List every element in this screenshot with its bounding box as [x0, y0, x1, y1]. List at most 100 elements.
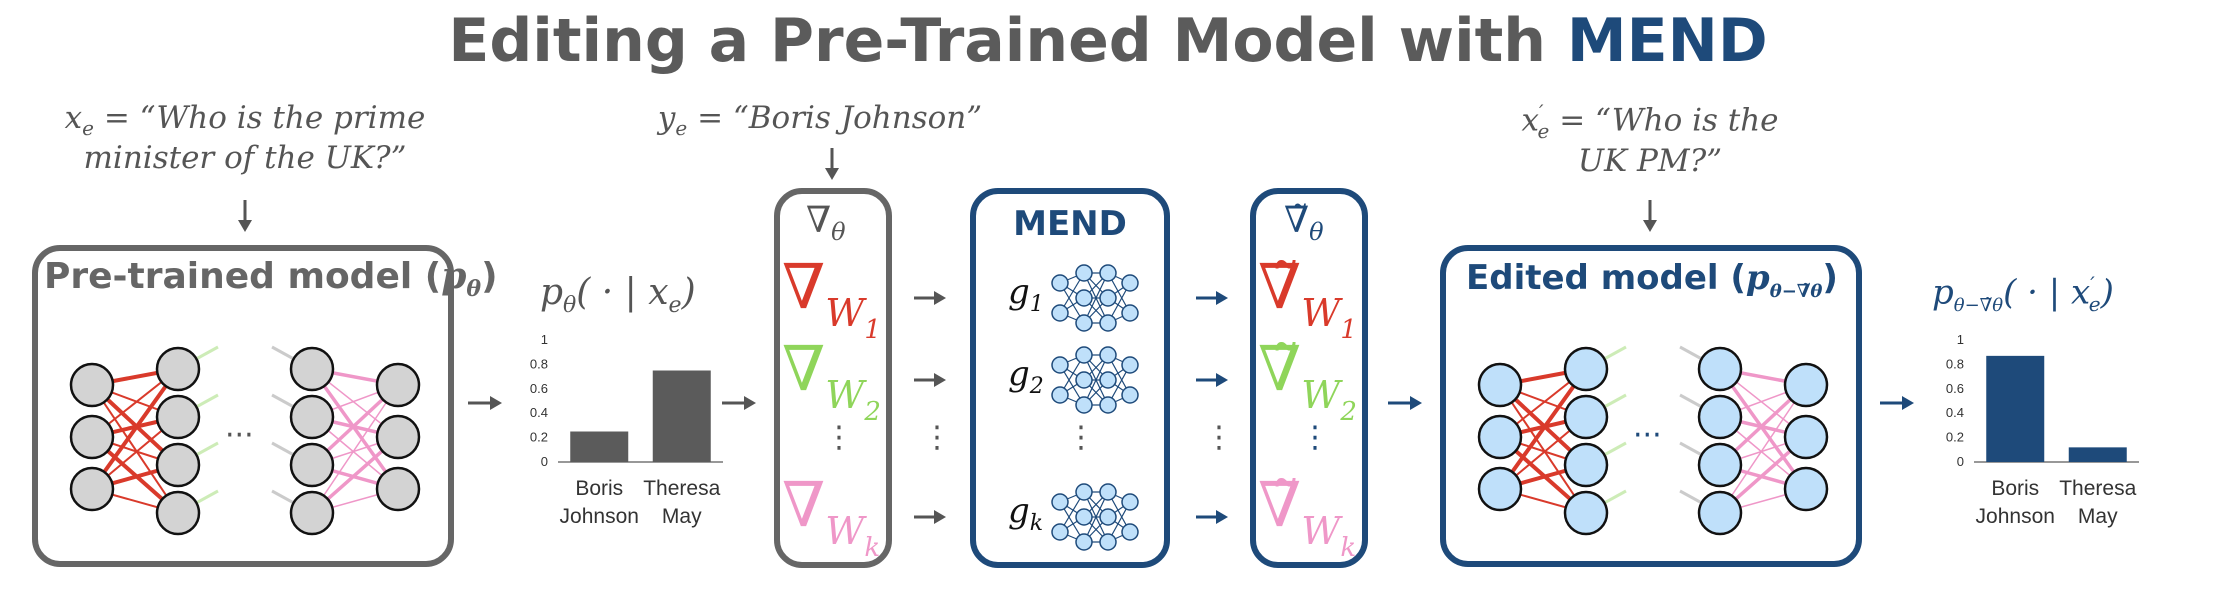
arrow-chart-to-gradients — [722, 396, 756, 410]
pretrained-title-close: ) — [481, 256, 498, 297]
xprime-symbol: x — [1521, 102, 1539, 139]
mini-node — [1099, 533, 1117, 551]
pretrained-param-sub: θ — [466, 276, 482, 303]
x-subscript: e — [82, 116, 94, 141]
xprime-subscript: e — [1537, 118, 1550, 143]
mini-edge — [1083, 272, 1109, 324]
mend-box — [970, 188, 1170, 568]
category-label: Theresa — [643, 477, 720, 500]
y-tick-label: 0.4 — [1946, 405, 1964, 420]
g-symbol: g — [1008, 491, 1030, 531]
weight-index: k — [1340, 533, 1357, 563]
mini-node — [1121, 386, 1139, 404]
y-symbol: y — [657, 100, 676, 136]
edited-gradient-header-symbol: ∇̃ — [1284, 200, 1310, 241]
nabla-symbol: ∇ — [782, 332, 826, 405]
mini-node — [1051, 356, 1069, 374]
nabla-symbol: ∇ — [782, 250, 826, 323]
pre-chart-label: pθ( · | xe) — [540, 272, 696, 318]
pre-label-xsub: e — [668, 293, 682, 319]
network-node — [1783, 466, 1829, 512]
network-node — [289, 442, 335, 488]
mend-g-label: g2 — [1008, 354, 1044, 399]
gradient-header-symbol: ∇ — [806, 200, 832, 241]
post-label-xprime: ′ — [2090, 272, 2095, 296]
category-label: Theresa — [2059, 477, 2136, 500]
arrow-grad2-to-mend — [914, 373, 946, 387]
weight-symbol: W — [825, 291, 865, 335]
edited-title-text: Edited model ( — [1466, 258, 1746, 298]
mini-node — [1051, 386, 1069, 404]
mini-node — [1051, 274, 1069, 292]
pre-label-close: ) — [681, 272, 696, 313]
gradient-box — [774, 188, 892, 568]
gradient-dots: ⋮ — [1300, 420, 1330, 455]
edited-model-box — [1440, 245, 1862, 567]
network-edge — [1718, 367, 1808, 491]
gradient-item: ∇̃W1 — [1258, 250, 1357, 345]
arrow-pretrained-to-chart — [468, 396, 502, 410]
network-node — [289, 394, 335, 440]
edited-gradient-header: ∇̃θ — [1284, 200, 1324, 246]
weight-index: 1 — [1340, 315, 1357, 345]
edited-gradient-box — [1250, 188, 1368, 568]
mend-mini-network — [1051, 346, 1139, 414]
mini-node — [1099, 289, 1117, 307]
mini-node — [1075, 533, 1093, 551]
g-symbol: g — [1008, 272, 1030, 312]
network-node — [155, 442, 201, 488]
network-node — [1697, 346, 1743, 392]
title-accent: MEND — [1566, 6, 1768, 76]
pretrained-param: p — [441, 255, 467, 297]
pretrained-model-box — [32, 245, 454, 567]
y-tick-label: 1 — [1957, 332, 1964, 347]
network-node — [69, 414, 115, 460]
pre-label-sub: θ — [563, 293, 577, 319]
mini-node — [1099, 314, 1117, 332]
mini-node — [1099, 396, 1117, 414]
arrow-grad1-to-mend — [914, 291, 946, 305]
y-tick-label: 0.6 — [1946, 381, 1964, 396]
mini-edge — [1083, 491, 1109, 543]
bar — [1986, 355, 2045, 462]
post-label-close: ) — [2100, 272, 2114, 313]
mini-node — [1051, 523, 1069, 541]
mini-node — [1051, 304, 1069, 322]
mini-node — [1121, 274, 1139, 292]
target-down-arrow — [825, 148, 839, 180]
title-prefix: Editing a Pre-Trained Model with — [448, 6, 1567, 76]
edited-param: p — [1745, 258, 1770, 298]
gap-dots-1: ⋮ — [922, 420, 952, 455]
post-label-sub: θ−∇̃θ — [1953, 295, 2004, 317]
post-label-rest: ( · | x — [2003, 272, 2091, 313]
input-line-2: minister of the UK?” — [83, 140, 407, 177]
mini-node — [1099, 483, 1117, 501]
input-caption: xe = “Who is the prime minister of the U… — [40, 100, 450, 176]
y-tick-label: 0.6 — [530, 381, 548, 396]
network-node — [1477, 414, 1523, 460]
mend-title: MEND — [1013, 204, 1127, 244]
edit-input-caption: x′e = “Who is the UK PM?” — [1500, 100, 1800, 179]
arrow-mend-to-egrad2 — [1196, 373, 1228, 387]
mini-edge — [1083, 354, 1109, 406]
pretrained-network — [69, 345, 421, 536]
arrow-egrad-to-edited — [1388, 396, 1422, 410]
nabla-symbol: ∇̃ — [1258, 468, 1302, 541]
bar — [2068, 447, 2127, 462]
edit-input-line-1: = “Who is the — [1549, 102, 1779, 139]
network-edge — [1719, 384, 1807, 514]
network-node — [375, 414, 421, 460]
arrow-gradk-to-mend — [914, 510, 946, 524]
gradient-item: ∇W2 — [782, 332, 881, 427]
target-caption: ye = “Boris Johnson” — [640, 100, 1000, 140]
mini-node — [1099, 264, 1117, 282]
mini-node — [1075, 289, 1093, 307]
mini-node — [1075, 508, 1093, 526]
mini-node — [1075, 371, 1093, 389]
y-tick-label: 0.4 — [530, 405, 548, 420]
network-node — [1697, 490, 1743, 536]
network-node — [69, 466, 115, 512]
mini-node — [1121, 356, 1139, 374]
mini-node — [1075, 396, 1093, 414]
